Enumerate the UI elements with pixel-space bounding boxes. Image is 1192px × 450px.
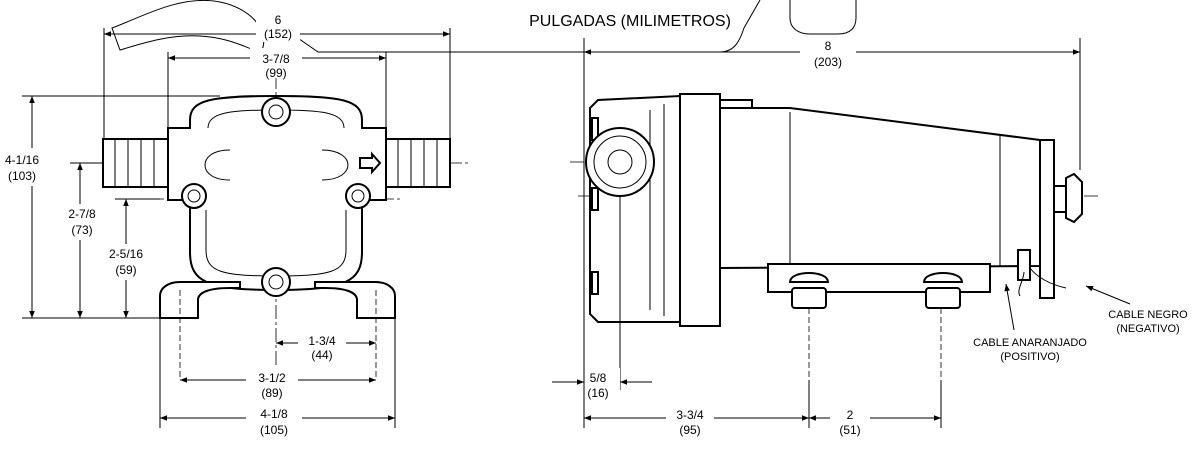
side-view: 8 (203) 5/8 (16) 3-3/4 (95) 2 (51) CABLE… <box>552 38 1188 440</box>
units-title: PULGADAS (MILIMETROS) <box>529 13 731 30</box>
motor-end-cap <box>1039 139 1055 299</box>
left-mounting-foot <box>159 281 241 319</box>
mount-height-mm: (59) <box>115 263 136 277</box>
port-height-in: 2-7/8 <box>68 207 96 221</box>
hole-spacing-mm: (89) <box>261 386 282 400</box>
port-spacing-mm: (99) <box>265 66 286 80</box>
overall-width-mm: (152) <box>264 27 292 41</box>
mount-grommet-left <box>788 272 830 309</box>
screw-left <box>181 183 207 209</box>
hole-spacing-in: 3-1/2 <box>258 371 286 385</box>
front-view: 6 (152) 3-7/8 (99) 4-1/16 (103) 2-7/8 (7… <box>2 12 470 440</box>
inlet-hose-barb <box>102 138 174 188</box>
port-height-mm: (73) <box>71 223 92 237</box>
mount-offset-in: 3-3/4 <box>676 408 704 422</box>
mount-spacing-mm: (51) <box>839 423 860 437</box>
mount-grommet-right <box>922 272 964 309</box>
mount-height-in: 2-5/16 <box>109 247 143 261</box>
port-offset-in: 5/8 <box>590 371 607 385</box>
outlet-hose-barb <box>379 138 451 188</box>
motor-body <box>719 107 1041 270</box>
black-wire <box>1029 267 1067 289</box>
port-offset-mm: (16) <box>587 386 608 400</box>
wire-grommet <box>1017 249 1031 281</box>
orange-wire <box>1018 271 1025 297</box>
end-cap-nut <box>1065 172 1083 224</box>
overall-length-mm: (203) <box>814 55 842 69</box>
mount-spacing-in: 2 <box>847 408 854 422</box>
right-mounting-foot <box>314 281 396 319</box>
screw-top <box>261 97 291 127</box>
screw-bottom <box>261 267 291 297</box>
base-width-mm: (105) <box>260 423 288 437</box>
mount-offset-mm: (95) <box>679 423 700 437</box>
port-spacing-in: 3-7/8 <box>262 52 290 66</box>
screw-right <box>345 183 371 209</box>
hole-offset-in: 1-3/4 <box>308 334 336 348</box>
pump-flange <box>679 93 721 327</box>
orange-wire-polarity: (POSITIVO) <box>1000 351 1059 363</box>
overall-height-in: 4-1/16 <box>5 153 39 167</box>
base-width-in: 4-1/8 <box>260 407 288 421</box>
overall-length-in: 8 <box>825 39 832 53</box>
black-wire-polarity: (NEGATIVO) <box>1116 323 1179 335</box>
hole-offset-mm: (44) <box>311 348 332 362</box>
title-sketch-outline <box>111 0 857 53</box>
flow-direction-arrow <box>359 151 382 175</box>
side-port-fitting <box>585 127 655 197</box>
orange-wire-label: CABLE ANARANJADO <box>973 337 1087 349</box>
overall-height-mm: (103) <box>8 169 36 183</box>
pump-head-side <box>589 94 681 323</box>
black-wire-label: CABLE NEGRO <box>1108 309 1188 321</box>
pump-housing-front <box>167 94 387 292</box>
overall-width-in: 6 <box>275 13 282 27</box>
